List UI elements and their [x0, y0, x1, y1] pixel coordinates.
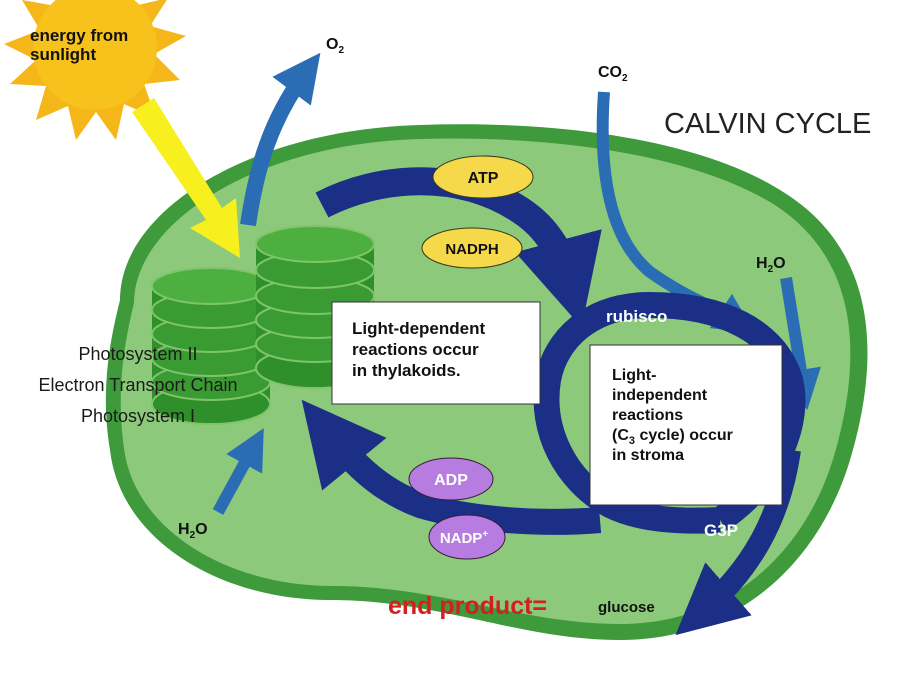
photosystem-i-label: Photosystem I	[81, 406, 195, 426]
light-independent-line4: (C3 cycle) occur	[612, 427, 733, 447]
light-dependent-line2: reactions occur	[352, 340, 479, 359]
water-arrow-right	[780, 277, 821, 411]
end-product-label: end product=	[388, 592, 547, 620]
thylakoid-stack-left	[151, 267, 271, 425]
sunlight-arrow	[132, 98, 240, 258]
atp-label: ATP	[468, 170, 499, 187]
sun-icon	[4, 0, 186, 140]
light-independent-line3: reactions	[612, 407, 683, 424]
rubisco-label: rubisco	[606, 307, 667, 326]
water-arrow-left	[212, 428, 264, 515]
light-dependent-box	[331, 301, 541, 405]
light-dependent-line3: in thylakoids.	[352, 361, 461, 380]
light-independent-line1: Light-	[612, 367, 656, 384]
light-independent-line2: independent	[612, 387, 708, 404]
water-label-right: H2O	[756, 255, 786, 275]
nadp-oval	[428, 514, 506, 560]
adp-label: ADP	[434, 472, 468, 489]
carbon-dioxide-label: CO2	[598, 64, 628, 84]
nadp-label: NADP+	[440, 529, 489, 547]
atp-oval	[432, 155, 534, 199]
light-independent-box	[589, 344, 783, 506]
adp-oval	[408, 457, 494, 501]
g3p-output-arrow	[675, 448, 801, 636]
electron-transport-chain-label: Electron Transport Chain	[38, 375, 237, 395]
oxygen-label: O2	[326, 36, 344, 56]
photosystem-ii-label: Photosystem II	[78, 344, 197, 364]
nadph-oval	[421, 227, 523, 269]
g3p-label: G3P	[704, 521, 738, 540]
light-dependent-line1: Light-dependent	[352, 319, 485, 338]
adp-nadp-arrow	[301, 399, 602, 535]
nadph-label: NADPH	[445, 241, 498, 258]
glucose-label: glucose	[598, 599, 655, 616]
oxygen-arrow	[240, 52, 321, 227]
atp-nadph-arrow	[315, 167, 602, 328]
sun-label-line1: energy from	[30, 26, 128, 45]
calvin-cycle-title: CALVIN CYCLE	[664, 108, 871, 140]
water-label-left: H2O	[178, 521, 208, 541]
sun-label-line2: sunlight	[30, 45, 96, 64]
light-independent-line5: in stroma	[612, 447, 684, 464]
